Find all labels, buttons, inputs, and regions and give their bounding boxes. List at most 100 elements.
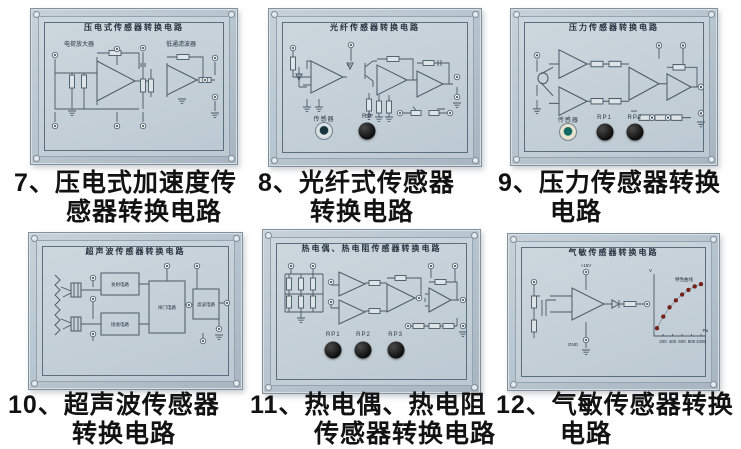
screw-icon: [471, 232, 478, 239]
x-tick-label: 400: [669, 339, 677, 344]
rp2-knob-label: RP2: [356, 332, 371, 339]
screw-icon: [33, 11, 40, 18]
screw-icon: [31, 235, 38, 242]
panel-10-schematic-border: [42, 246, 229, 376]
screw-icon: [708, 11, 715, 18]
panel-7: 压电式传感器转换电路 电荷放大器 低通滤波器: [30, 8, 238, 165]
rp1-knob-label: RP1: [325, 332, 341, 339]
screw-icon: [233, 380, 240, 387]
caption-7: 7、压电式加速度传 感器转换电路: [14, 169, 237, 227]
charge-amplifier-label: 电荷放大器: [64, 40, 94, 48]
screw-icon: [271, 11, 278, 18]
sensor-connector: [315, 122, 334, 141]
panel-11-plate: 热电偶、热电阻传感器转换电路: [270, 237, 473, 386]
panel-12-schematic-border: [521, 247, 706, 377]
panel-7-circuit-drawing: [54, 50, 220, 122]
panel-10-plate: 超声波传感器转换电路 发射电路 接收电路 闸门电路 滤波电路: [36, 240, 235, 382]
caption-12: 12、气敏传感器转换 电路: [496, 391, 734, 449]
panel-8-title: 光纤传感器转换电路: [330, 23, 420, 32]
caption-8-line2: 转换电路: [310, 198, 415, 226]
gas-curve: [654, 281, 704, 331]
caption-12-line1: 12、气敏传感器转换: [496, 391, 734, 419]
panel-7-plate: 压电式传感器转换电路 电荷放大器 低通滤波器: [38, 16, 230, 157]
screw-icon: [228, 11, 235, 18]
screw-icon: [33, 155, 40, 162]
x-tick-label: 200: [659, 339, 667, 344]
rp-knob-label: RP: [361, 114, 373, 121]
panel-9-title: 压力传感器转换电路: [569, 23, 659, 32]
x-tick-label: 800: [688, 339, 696, 344]
panel-12-schematic: +15V GND V Pa 特性曲线 200 400 600 800 1000: [530, 263, 708, 355]
lowpass-filter-label: 低通滤波器: [166, 40, 196, 48]
filter-block-label: 滤波电路: [197, 301, 215, 308]
panel-12-circuit-drawing: [531, 275, 644, 355]
screw-icon: [31, 380, 38, 387]
panel-12: 气敏传感器转换电路 +15V GND: [507, 233, 720, 391]
caption-10: 10、超声波传感器 转换电路: [8, 391, 220, 449]
panel-11: 热电偶、热电阻传感器转换电路: [262, 229, 481, 394]
caption-7-line1: 7、压电式加速度传: [14, 169, 237, 197]
panel-7-terminals: [51, 44, 219, 130]
panel-9-circuit-drawing: [532, 48, 706, 128]
panel-7-schematic-border: [44, 22, 224, 151]
screw-icon: [472, 157, 479, 164]
screw-icon: [233, 235, 240, 242]
sensor-connector: [559, 122, 578, 141]
caption-11-line2: 传感器转换电路: [314, 420, 497, 448]
panel-10-schematic: 发射电路 接收电路 闸门电路 滤波电路: [54, 262, 231, 345]
screw-icon: [510, 236, 517, 243]
screw-icon: [708, 156, 715, 163]
sensor-connector-label: 传感器: [557, 118, 579, 124]
rp2-knob: [626, 123, 644, 141]
caption-10-line2: 转换电路: [72, 420, 177, 448]
panel-8-circuit-drawing: [290, 48, 462, 122]
gate-block-label: 闸门电路: [158, 304, 176, 311]
panel-9-schematic: [532, 41, 706, 128]
panel-11-circuit-drawing: [284, 269, 468, 337]
panel-8-plate: 光纤传感器转换电路: [276, 16, 474, 159]
rp3-knob-label: RP3: [388, 332, 403, 339]
panel-8: 光纤传感器转换电路: [268, 8, 482, 167]
vplus-label: +15V: [581, 263, 592, 268]
caption-11: 11、热电偶、热电阻 传感器转换电路: [250, 391, 496, 449]
screw-icon: [472, 11, 479, 18]
rp-knob: [358, 122, 376, 140]
caption-8-line1: 8、光纤式传感器: [258, 169, 455, 197]
gnd-label: GND: [568, 342, 579, 347]
panel-11-schematic-border: [276, 243, 467, 380]
screw-icon: [271, 157, 278, 164]
panel-9-plate: 压力传感器转换电路: [518, 16, 710, 158]
screw-icon: [710, 236, 717, 243]
panel-12-title: 气敏传感器转换电路: [568, 248, 659, 257]
rp2-knob: [354, 341, 372, 359]
panel-7-schematic: 电荷放大器 低通滤波器: [51, 40, 220, 130]
caption-9: 9、压力传感器转换 电路: [498, 169, 721, 227]
panel-7-title: 压电式传感器转换电路: [84, 23, 184, 32]
x-tick-label: 600: [678, 339, 686, 344]
y-axis-unit-label: V: [649, 268, 652, 273]
screw-icon: [513, 11, 520, 18]
rp1-knob: [596, 123, 613, 141]
rp1-knob-label: RP1: [597, 115, 612, 121]
panel-9: 压力传感器转换电路: [510, 8, 718, 166]
caption-11-line1: 11、热电偶、热电阻: [250, 391, 487, 419]
caption-7-line2: 感器转换电路: [66, 198, 223, 226]
caption-8: 8、光纤式传感器 转换电路: [258, 169, 455, 227]
panel-10-title: 超声波传感器转换电路: [85, 247, 186, 256]
screw-icon: [228, 155, 235, 162]
panel-8-terminals: [289, 41, 461, 117]
transmit-block-label: 发射电路: [111, 281, 129, 288]
x-tick-label: 1000: [696, 339, 707, 344]
screw-icon: [265, 232, 272, 239]
screw-icon: [710, 381, 717, 388]
screw-icon: [513, 156, 520, 163]
caption-12-line2: 电路: [560, 420, 613, 448]
caption-9-line2: 电路: [550, 198, 603, 226]
x-axis-unit-label: Pa: [702, 328, 708, 333]
panel-10: 超声波传感器转换电路 发射电路 接收电路 闸门电路 滤波电路: [28, 232, 243, 390]
caption-9-line1: 9、压力传感器转换: [498, 169, 721, 197]
screw-icon: [510, 381, 517, 388]
receive-block-label: 接收电路: [111, 321, 129, 328]
panel-11-schematic: [284, 262, 468, 337]
screw-icon: [471, 384, 478, 391]
